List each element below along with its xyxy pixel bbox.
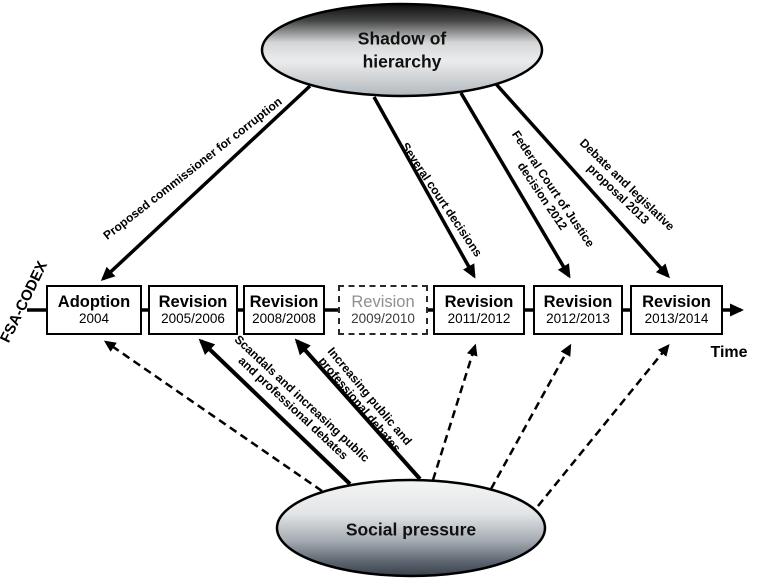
timeline-box-revision-2008-2008: Revision 2008/2008 — [243, 285, 325, 335]
timeline-box-adoption-2004: Adoption 2004 — [46, 285, 142, 335]
time-label: Time — [710, 344, 748, 361]
arrow-legislative-proposal — [494, 82, 670, 279]
box-year: 2011/2012 — [447, 311, 511, 327]
box-year: 2005/2006 — [161, 311, 225, 327]
arrow-court-decisions — [372, 96, 476, 279]
box-title: Revision — [543, 292, 613, 311]
dashed-arrow-2013 — [537, 344, 670, 507]
box-title: Revision — [642, 292, 711, 311]
box-title: Revision — [158, 292, 228, 311]
dashed-arrow-2012 — [489, 343, 572, 490]
social-pressure-ellipse — [275, 478, 547, 578]
timeline-box-revision-2013-2014: Revision 2013/2014 — [630, 285, 723, 335]
box-year: 2008/2008 — [252, 311, 316, 327]
box-year: 2004 — [78, 311, 110, 327]
box-title: Revision — [351, 292, 415, 311]
dashed-arrow-2004 — [103, 340, 323, 493]
timeline-box-revision-2009-2010: Revision 2009/2010 — [338, 285, 428, 335]
shadow-of-hierarchy-label: Shadow of hierarchy — [357, 28, 447, 71]
arrow-scandals — [198, 338, 352, 486]
arrow-commissioner — [100, 84, 312, 282]
box-title: Adoption — [57, 292, 131, 311]
box-year: 2009/2010 — [351, 311, 415, 327]
box-year: 2013/2014 — [644, 311, 709, 327]
box-title: Revision — [249, 292, 319, 311]
arrow-increasing-debates — [294, 338, 422, 481]
dashed-arrow-2011 — [431, 343, 478, 481]
shadow-of-hierarchy-ellipse — [260, 2, 544, 98]
timeline-box-revision-2012-2013: Revision 2012/2013 — [533, 285, 623, 335]
timeline-box-revision-2005-2006: Revision 2005/2006 — [148, 285, 238, 335]
timeline-box-revision-2011-2012: Revision 2011/2012 — [433, 285, 525, 335]
box-title: Revision — [444, 292, 514, 311]
social-pressure-label: Social pressure — [345, 519, 477, 540]
arrow-federal-court — [459, 92, 571, 279]
box-year: 2012/2013 — [546, 311, 610, 327]
